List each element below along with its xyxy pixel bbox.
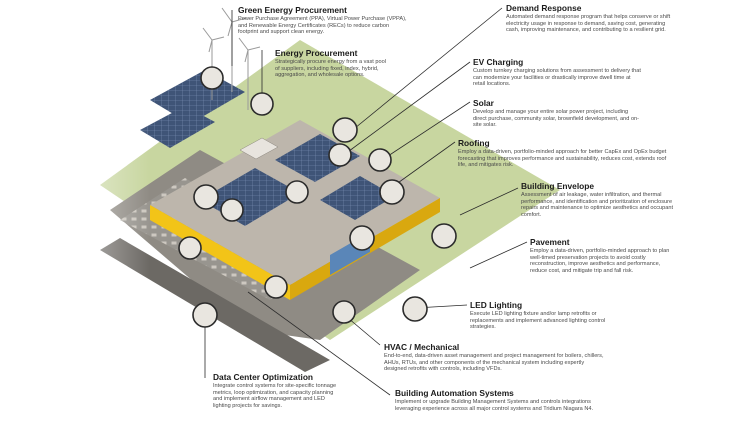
callout-title: Solar [473, 98, 494, 108]
callout-description: End-to-end, data-driven asset management… [384, 353, 604, 373]
callout-description: Implement or upgrade Building Management… [395, 399, 594, 412]
callout-title: Demand Response [506, 3, 582, 13]
callout-description: Develop and manage your entire solar pow… [473, 109, 640, 129]
callout-building-automation: Building Automation Systems Implement or… [395, 388, 595, 412]
callout-pavement: Pavement Employ a data-driven, portfolio… [530, 237, 678, 274]
callout-title: Green Energy Procurement [238, 5, 347, 15]
callout-roofing: Roofing Employ a data-driven, portfolio-… [458, 138, 673, 169]
road [100, 238, 330, 372]
detail-circles [178, 66, 457, 328]
callout-title: LED Lighting [470, 300, 523, 310]
callout-description: Employ a data-driven, portfolio-minded a… [458, 149, 667, 169]
callout-energy-procurement: Energy Procurement Strategically procure… [275, 48, 387, 79]
callout-title: EV Charging [473, 57, 524, 67]
roof-solar-3 [320, 176, 395, 220]
callout-title: Roofing [458, 138, 490, 148]
mechanical-units [239, 137, 279, 160]
callout-building-envelope: Building Envelope Assessment of air leak… [521, 181, 676, 218]
building-front [150, 205, 290, 300]
callout-title: Energy Procurement [275, 48, 358, 58]
callout-description: Execute LED lighting fixture and/or lamp… [470, 311, 606, 331]
callout-ev-charging: EV Charging Custom turnkey charging solu… [473, 57, 643, 88]
callout-green-energy: Green Energy Procurement Power Purchase … [238, 5, 408, 36]
callout-title: Building Automation Systems [395, 388, 514, 398]
callout-title: Pavement [530, 237, 570, 247]
callout-description: Integrate control systems for site-speci… [213, 383, 337, 409]
callout-description: Strategically procure energy from a vast… [275, 59, 386, 79]
callout-title: Building Envelope [521, 181, 595, 191]
solar-field-2 [140, 106, 215, 148]
callout-led-lighting: LED Lighting Execute LED lighting fixtur… [470, 300, 630, 331]
callout-description: Power Purchase Agreement (PPA), Virtual … [238, 16, 407, 36]
callout-description: Assessment of air leakage, water infiltr… [521, 192, 674, 218]
callout-description: Custom turnkey charging solutions from a… [473, 68, 641, 88]
callout-description: Employ a data-driven, portfolio-minded a… [530, 248, 670, 274]
callout-hvac: HVAC / Mechanical End-to-end, data-drive… [384, 342, 606, 373]
callout-description: Automated demand response program that h… [506, 14, 671, 34]
callout-demand-response: Demand Response Automated demand respons… [506, 3, 671, 34]
callout-data-center: Data Center Optimization Integrate contr… [213, 372, 343, 409]
callout-title: Data Center Optimization [213, 372, 314, 382]
callout-solar: Solar Develop and manage your entire sol… [473, 98, 643, 129]
callout-title: HVAC / Mechanical [384, 342, 460, 352]
